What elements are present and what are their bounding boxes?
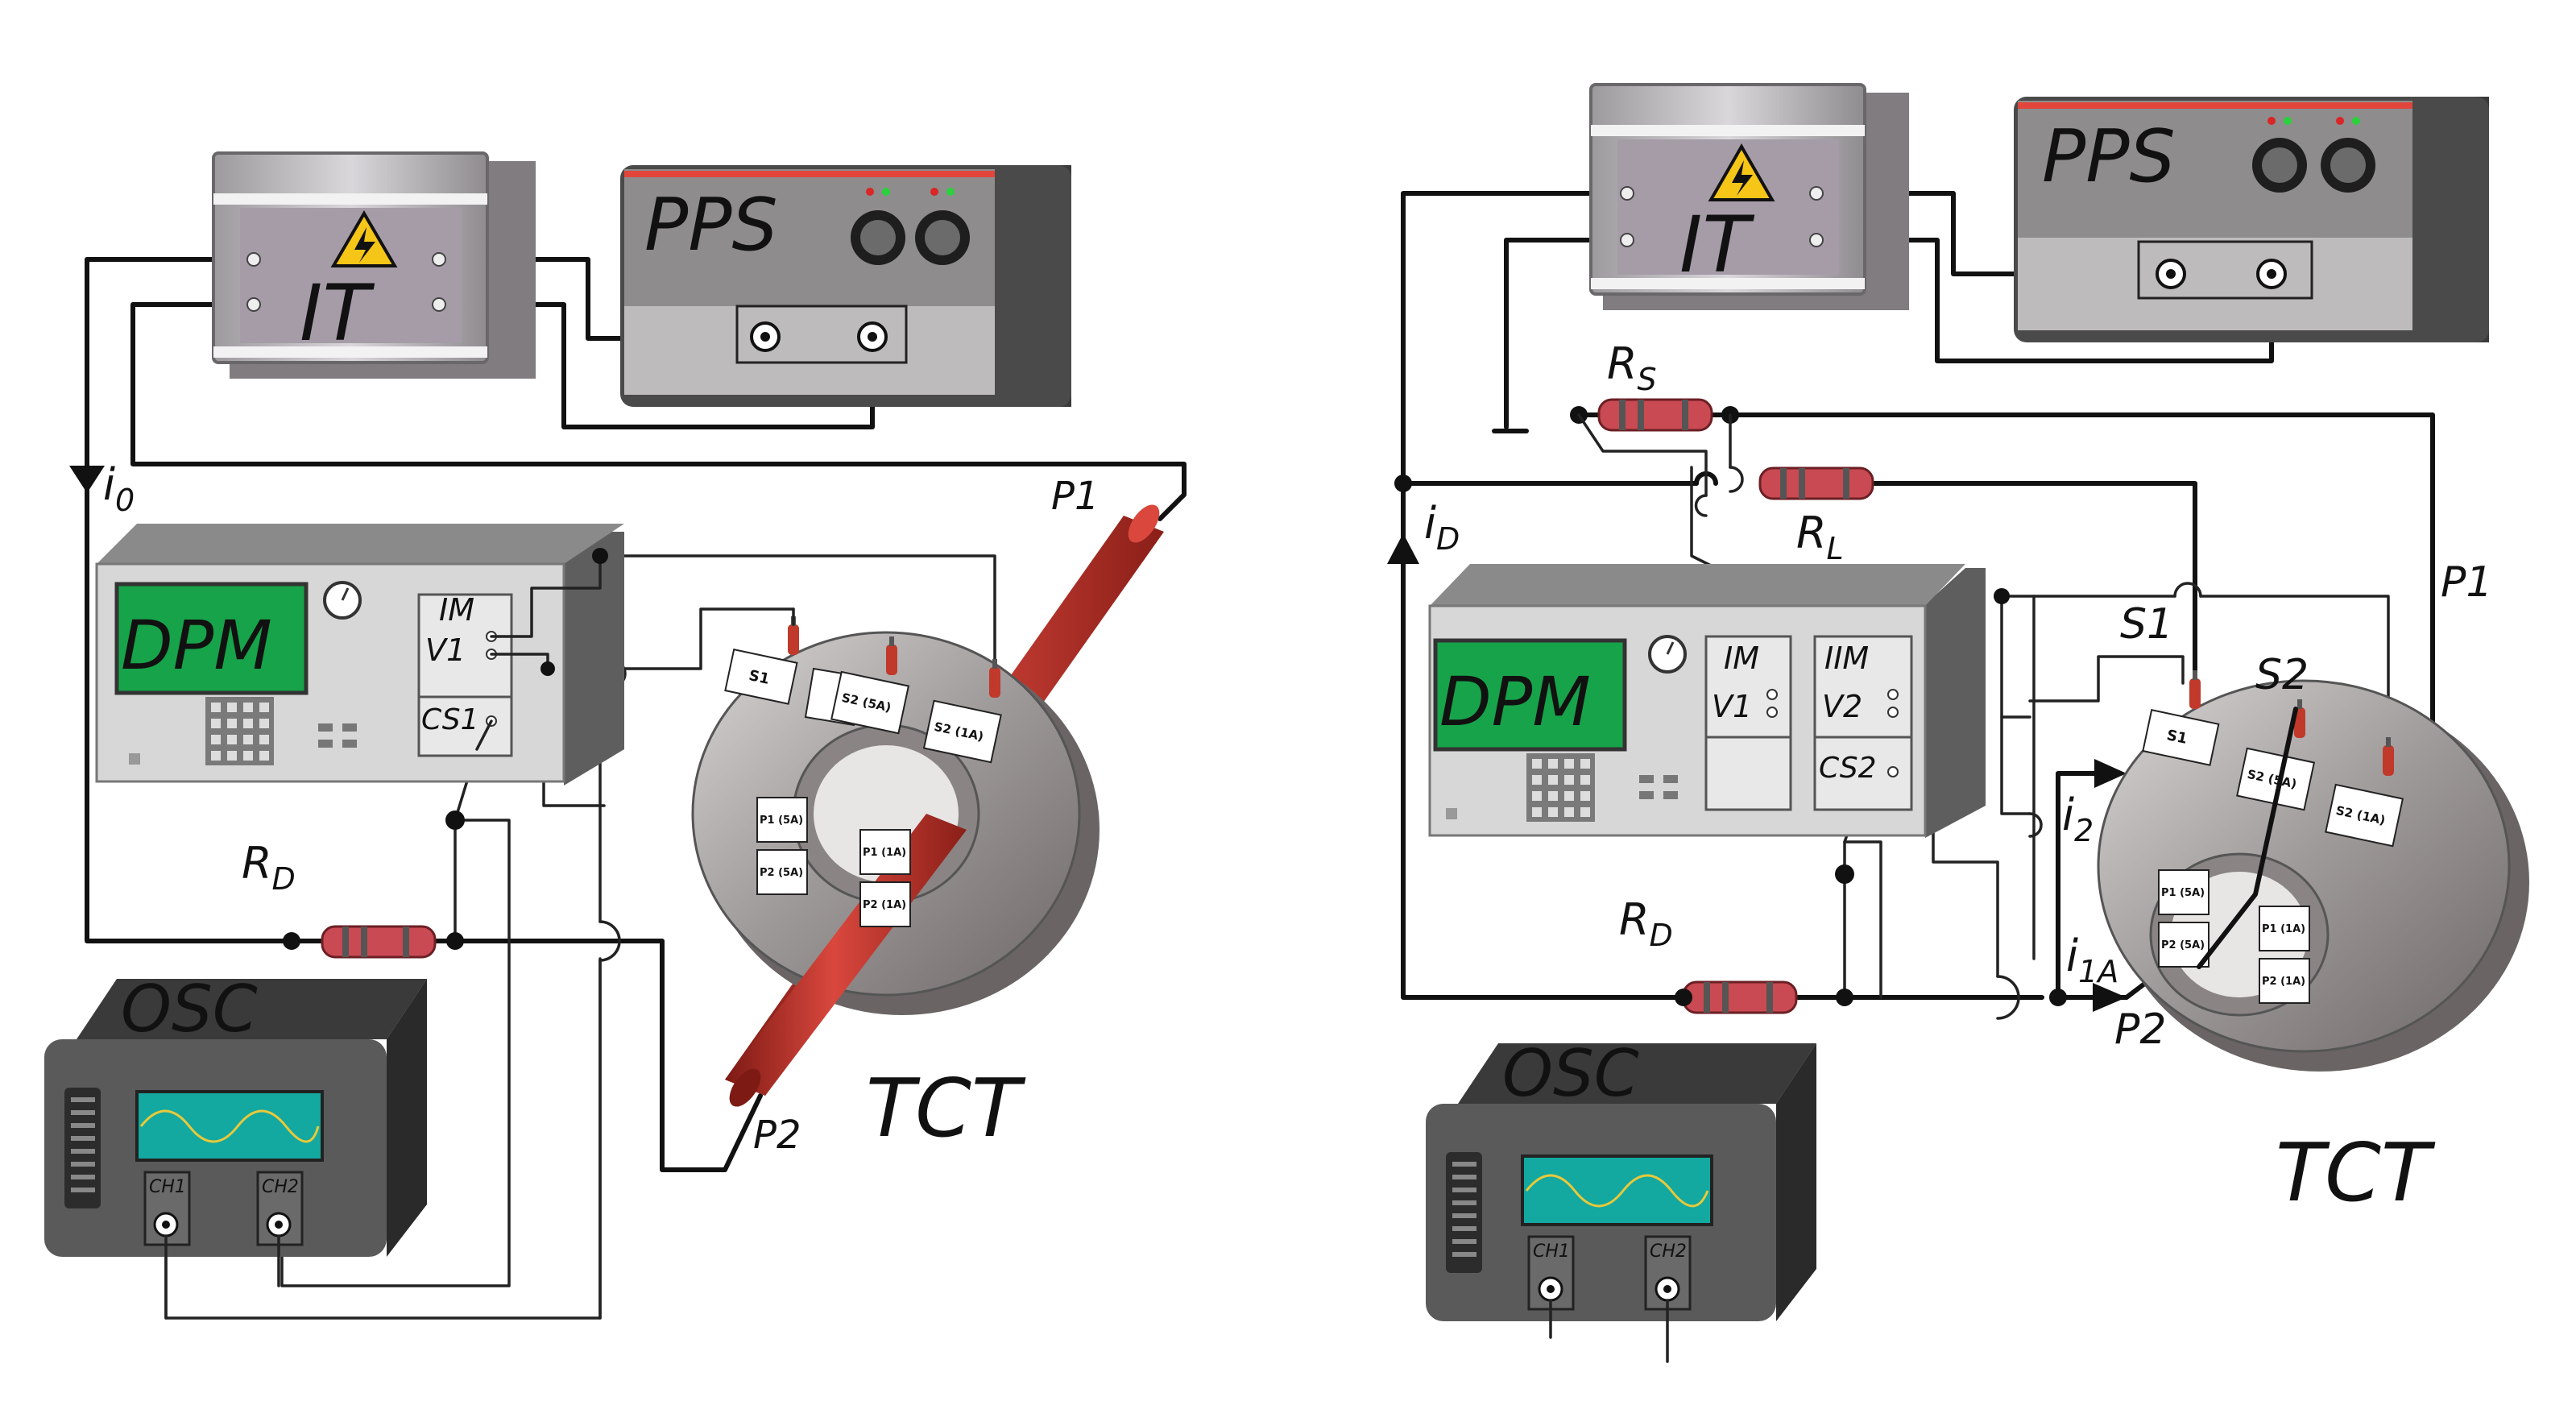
terminal-icon	[857, 321, 888, 352]
knob-icon	[851, 188, 905, 265]
probe-icon	[989, 659, 1000, 698]
current-arrow-icon	[2093, 983, 2127, 1012]
probe-icon	[886, 636, 897, 675]
left-osc-label: OSC	[121, 972, 258, 1047]
tag-label: P2 (1A)	[2262, 976, 2305, 988]
right-pps: PPS	[2014, 97, 2489, 342]
tag-label: P1 (5A)	[2161, 887, 2205, 899]
left-osc: OSC CH1 CH2	[44, 972, 427, 1257]
high-voltage-warning-icon	[330, 210, 398, 267]
right-rs-label: RS	[1607, 338, 1657, 397]
tag-label: P2 (5A)	[2161, 939, 2205, 951]
right-p1-label: P1	[2441, 558, 2492, 607]
gauge-icon	[323, 581, 362, 620]
connector-icon	[1655, 1276, 1680, 1302]
right-rl-label: RL	[1796, 508, 1844, 566]
current-arrow-icon	[1387, 533, 1419, 564]
connector-icon	[266, 1212, 292, 1237]
tag-label: S1	[748, 667, 771, 688]
left-it-label: IT	[300, 268, 375, 359]
right-rd-resistor	[1682, 980, 1798, 1014]
right-dpm-im-label: IM	[1724, 640, 1759, 676]
terminal-icon	[2256, 259, 2287, 289]
left-panel: IT PPS i0	[44, 151, 1187, 1320]
left-p2-label: P2	[753, 1113, 801, 1158]
right-pps-label: PPS	[2042, 114, 2176, 199]
right-s2-label: S2	[2255, 651, 2309, 699]
connector-icon	[153, 1212, 179, 1237]
left-dpm-label: DPM	[121, 606, 272, 685]
right-dpm: DPM IM V1 IIM V2 CS2	[1428, 564, 1986, 838]
right-dpm-v2-label: V2	[1822, 689, 1862, 724]
tag-label: P2 (5A)	[760, 867, 803, 879]
knob-icon	[2252, 117, 2307, 193]
right-it-label: IT	[1679, 200, 1754, 290]
left-rd-label: RD	[242, 838, 296, 897]
left-tct-tags: S1 S2 (5A) S2 (1A) P1 (5A) P2 (5A) P1 (1…	[724, 649, 1002, 927]
left-osc-ch1-label: CH1	[149, 1177, 186, 1197]
gauge-icon	[1648, 635, 1687, 674]
tag-label: P1 (1A)	[2262, 923, 2305, 935]
right-dpm-cs-label: CS2	[1819, 752, 1877, 785]
left-p1-label: P1	[1051, 474, 1099, 519]
right-osc-label: OSC	[1502, 1036, 1639, 1111]
sine-wave-icon	[1525, 1174, 1709, 1208]
tag-label: P1 (5A)	[760, 815, 803, 827]
left-pps: PPS	[620, 165, 1071, 407]
probe-icon	[2294, 699, 2305, 738]
keypad-icon	[205, 697, 274, 765]
connector-icon	[1538, 1276, 1563, 1302]
tag-label: P1 (1A)	[863, 847, 906, 859]
right-p2-label: P2	[2114, 1005, 2166, 1054]
left-dpm-cs-label: CS1	[421, 703, 479, 736]
right-rs-resistor	[1597, 398, 1713, 432]
left-dpm-im-label: IM	[439, 592, 474, 628]
left-pps-label: PPS	[644, 183, 778, 267]
right-s1-label: S1	[2120, 600, 2173, 649]
tag-label: P2 (1A)	[863, 899, 906, 911]
terminal-icon	[750, 321, 781, 352]
right-osc-ch1-label: CH1	[1533, 1242, 1570, 1262]
terminal-icon	[2156, 259, 2186, 289]
left-i0-label: i0	[103, 459, 135, 518]
current-arrow-icon	[2094, 759, 2127, 788]
right-rd-label: RD	[1619, 894, 1673, 953]
right-osc: OSC CH1 CH2	[1426, 1036, 1816, 1321]
right-id-label: iD	[1424, 498, 1460, 557]
right-dpm-v1-label: V1	[1712, 689, 1752, 724]
probe-icon	[2383, 737, 2394, 776]
right-tct-tags: S1 S2 (5A) S2 (1A) P1 (5A) P2 (5A) P1 (1…	[2142, 709, 2404, 1004]
right-rl-resistor	[1758, 466, 1874, 500]
left-it-transformer: IT	[212, 151, 536, 379]
right-tct-label: TCT	[2276, 1125, 2436, 1220]
left-rd-resistor	[321, 925, 437, 959]
right-dpm-iim-label: IIM	[1824, 640, 1869, 676]
left-dpm: DPM IM V1 CS1	[95, 524, 624, 786]
keypad-icon	[1526, 753, 1595, 822]
right-i1a-label: i1A	[2066, 931, 2118, 989]
right-i2-label: i2	[2062, 790, 2094, 848]
knob-icon	[915, 188, 970, 265]
high-voltage-warning-icon	[1708, 143, 1775, 201]
right-panel: IT PPS RS	[1387, 83, 2529, 1363]
knob-icon	[2321, 117, 2375, 193]
right-osc-ch2-label: CH2	[1650, 1242, 1687, 1262]
left-tct-label: TCT	[866, 1061, 1026, 1155]
right-it-transformer: IT	[1589, 83, 1909, 310]
tag-label: S1	[2165, 727, 2189, 748]
probe-icon	[2189, 670, 2201, 709]
sine-wave-icon	[139, 1109, 320, 1143]
left-osc-ch2-label: CH2	[262, 1177, 299, 1197]
current-arrow-icon	[69, 466, 105, 493]
left-dpm-v1-label: V1	[425, 632, 466, 668]
right-dpm-label: DPM	[1439, 662, 1591, 741]
